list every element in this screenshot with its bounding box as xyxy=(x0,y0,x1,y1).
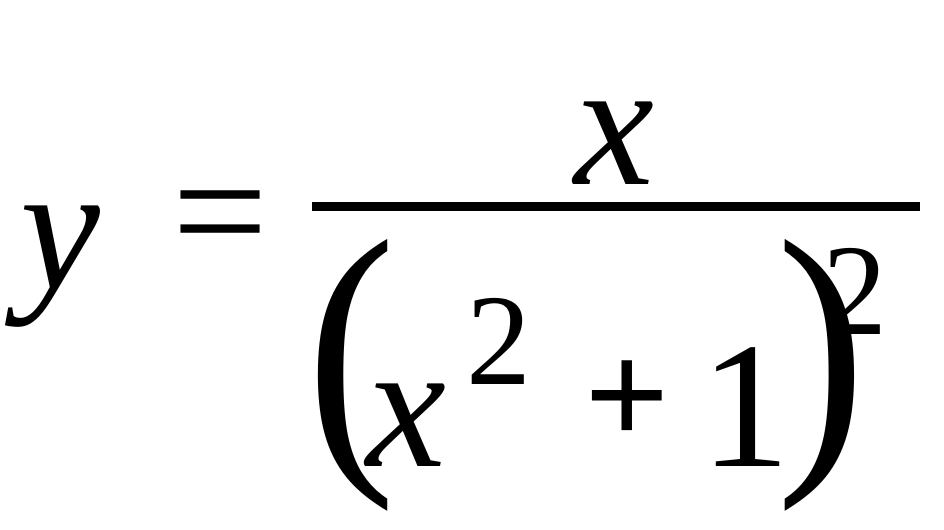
plus-sign: + xyxy=(584,312,670,478)
right-parenthesis: ) xyxy=(776,180,866,512)
equals-sign: = xyxy=(172,117,268,305)
constant-one: 1 xyxy=(700,306,790,505)
denominator-variable-x: x xyxy=(366,306,446,505)
lhs-variable-y: y xyxy=(20,128,100,327)
fraction-bar xyxy=(312,202,920,211)
inner-exponent: 2 xyxy=(466,269,531,413)
numerator-variable-x: x xyxy=(574,24,654,223)
outer-exponent: 2 xyxy=(822,219,887,363)
left-parenthesis: ( xyxy=(306,180,396,512)
